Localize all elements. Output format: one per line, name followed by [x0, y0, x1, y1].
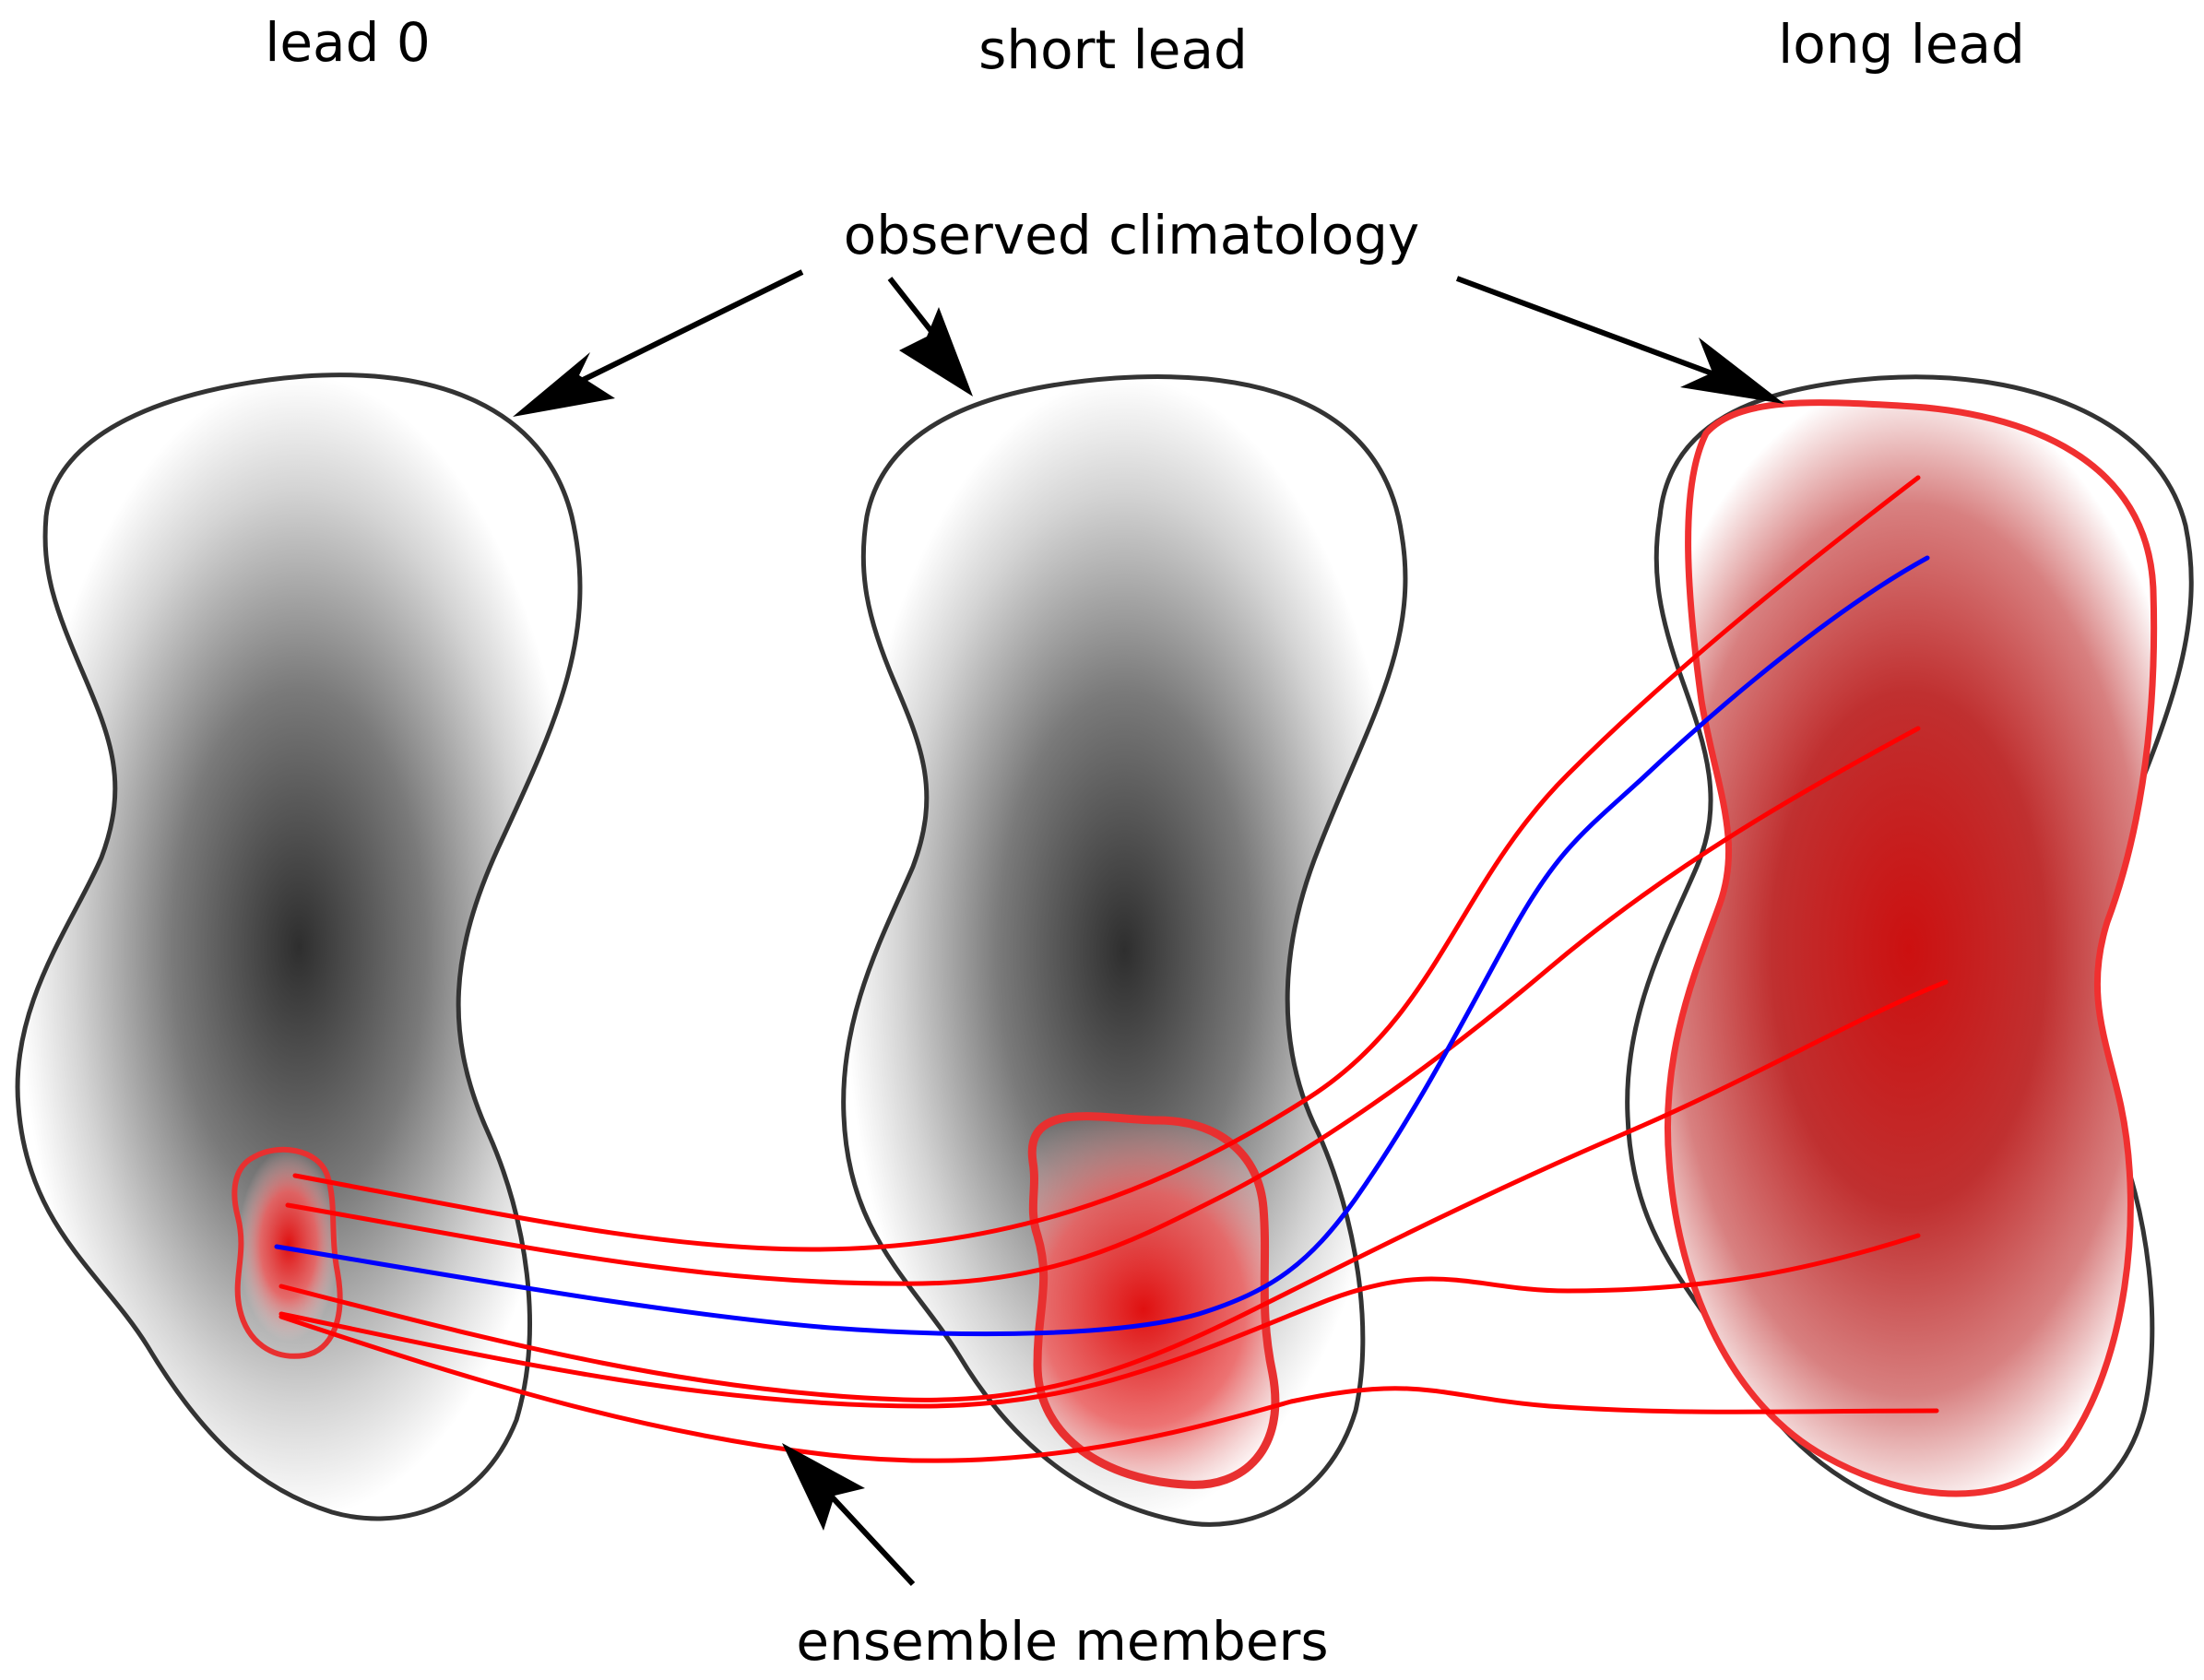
arrow-to-ensemble-members — [782, 1443, 916, 1587]
ensemble-member-lines — [278, 475, 1949, 1463]
ensemble-member-4 — [278, 1233, 1921, 1409]
highlighted-ensemble-member — [274, 555, 1930, 1337]
label-ensemble-members: ensemble members — [796, 1610, 1328, 1673]
header-long-lead: long lead — [1778, 13, 2025, 76]
header-lead-0: lead 0 — [265, 11, 431, 74]
label-observed-climatology: observed climatology — [844, 204, 1419, 266]
ensemble-member-2 — [285, 726, 1921, 1286]
ensemble-member-5 — [278, 1314, 1939, 1463]
ensemble-member-1 — [292, 475, 1921, 1252]
arrow-to-lead-0 — [513, 269, 804, 417]
header-short-lead: short lead — [978, 18, 1248, 81]
arrow-to-long-lead — [1455, 276, 1784, 404]
spread-region-long-lead — [1664, 399, 2158, 1497]
ensemble-member-3 — [278, 979, 1949, 1402]
arrow-to-short-lead — [887, 277, 973, 396]
climatology-blob-lead-0 — [15, 373, 583, 1521]
